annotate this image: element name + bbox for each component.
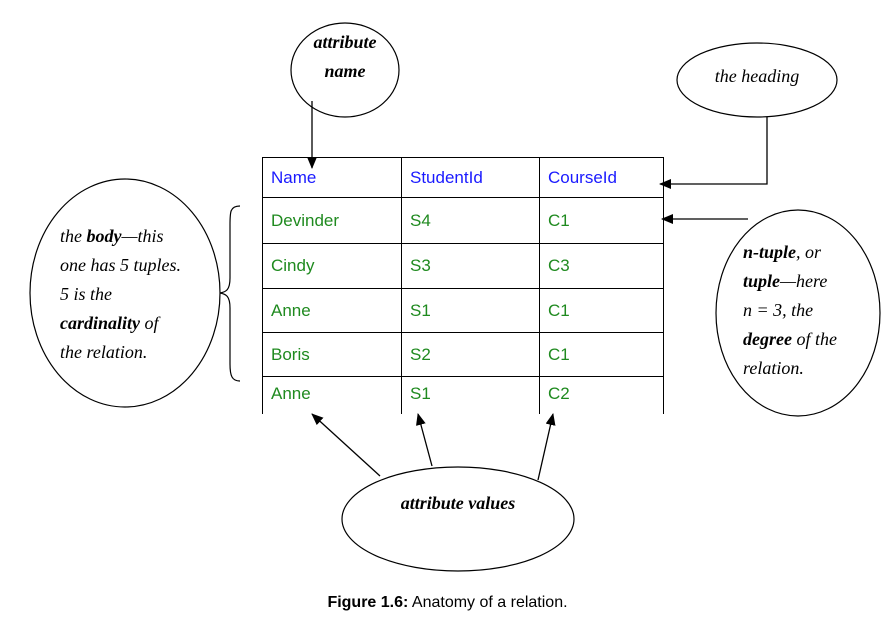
tuple-label: n-tuple, or tuple—here n = 3, the degree… bbox=[743, 238, 883, 383]
value-cell: S3 bbox=[401, 243, 540, 289]
header-cell: Name bbox=[262, 157, 402, 198]
tuple-line: n = 3, the bbox=[743, 300, 814, 320]
value-cell: Devinder bbox=[262, 197, 402, 244]
tuple-term: tuple bbox=[743, 271, 781, 291]
heading-label: the heading bbox=[714, 66, 800, 86]
body-text: of bbox=[140, 313, 159, 333]
body-label: the body—this one has 5 tuples. 5 is the… bbox=[60, 222, 220, 367]
attribute-values-arrow-name bbox=[311, 413, 381, 477]
attribute-values-arrow-studentid bbox=[416, 413, 433, 467]
body-line: one has 5 tuples. bbox=[60, 255, 181, 275]
body-line: cardinality of bbox=[60, 309, 220, 338]
degree-term: degree bbox=[743, 329, 792, 349]
tuple-row: Anne S1 C1 bbox=[262, 288, 664, 333]
body-text: —this bbox=[121, 226, 164, 246]
tuple-row: Boris S2 C1 bbox=[262, 332, 664, 377]
attribute-name-line: name bbox=[324, 61, 366, 81]
cardinality-term: cardinality bbox=[60, 313, 140, 333]
tuple-row: Anne S1 C2 bbox=[262, 376, 664, 414]
tuple-line: n-tuple, or bbox=[743, 238, 883, 267]
body-term: body bbox=[86, 226, 122, 246]
caption-text: Anatomy of a relation. bbox=[408, 594, 568, 611]
tuple-line: relation. bbox=[743, 358, 804, 378]
relation-table: Name StudentId CourseId Devinder S4 C1 C… bbox=[262, 157, 664, 414]
value-cell: S1 bbox=[401, 288, 540, 333]
attribute-values-label: attribute values bbox=[400, 493, 516, 513]
tuple-line: tuple—here bbox=[743, 267, 883, 296]
value-cell: Boris bbox=[262, 332, 402, 377]
attribute-name-bubble bbox=[290, 22, 400, 118]
value-cell: C3 bbox=[539, 243, 664, 289]
tuple-row: Cindy S3 C3 bbox=[262, 243, 664, 289]
heading-arrow bbox=[659, 117, 768, 189]
value-cell: S4 bbox=[401, 197, 540, 244]
value-cell: C2 bbox=[539, 376, 664, 414]
body-line: the relation. bbox=[60, 342, 148, 362]
body-brace bbox=[219, 205, 241, 382]
tuple-bubble bbox=[715, 209, 881, 417]
tuple-line: degree of the bbox=[743, 325, 883, 354]
tuple-text: , or bbox=[796, 242, 822, 262]
value-cell: Cindy bbox=[262, 243, 402, 289]
value-cell: Anne bbox=[262, 376, 402, 414]
tuple-text: —here bbox=[780, 271, 828, 291]
tuple-row: Devinder S4 C1 bbox=[262, 197, 664, 244]
body-text: the bbox=[60, 226, 87, 246]
caption-label: Figure 1.6: bbox=[327, 594, 409, 611]
n-tuple-term: n-tuple bbox=[743, 242, 797, 262]
attribute-values-bubble bbox=[341, 466, 575, 572]
heading-bubble bbox=[676, 42, 838, 118]
heading-row: Name StudentId CourseId bbox=[262, 157, 664, 198]
value-cell: S1 bbox=[401, 376, 540, 414]
tuple-text: of the bbox=[791, 329, 837, 349]
body-line: 5 is the bbox=[60, 284, 112, 304]
value-cell: S2 bbox=[401, 332, 540, 377]
header-cell: CourseId bbox=[539, 157, 664, 198]
attribute-values-arrow-courseid bbox=[537, 413, 556, 481]
value-cell: C1 bbox=[539, 197, 664, 244]
body-line: the body—this bbox=[60, 222, 220, 251]
attribute-name-line: attribute bbox=[313, 32, 377, 52]
value-cell: Anne bbox=[262, 288, 402, 333]
figure-caption: Figure 1.6: Anatomy of a relation. bbox=[0, 594, 895, 612]
value-cell: C1 bbox=[539, 288, 664, 333]
value-cell: C1 bbox=[539, 332, 664, 377]
attribute-name-label: attribute name bbox=[291, 28, 399, 86]
header-cell: StudentId bbox=[401, 157, 540, 198]
